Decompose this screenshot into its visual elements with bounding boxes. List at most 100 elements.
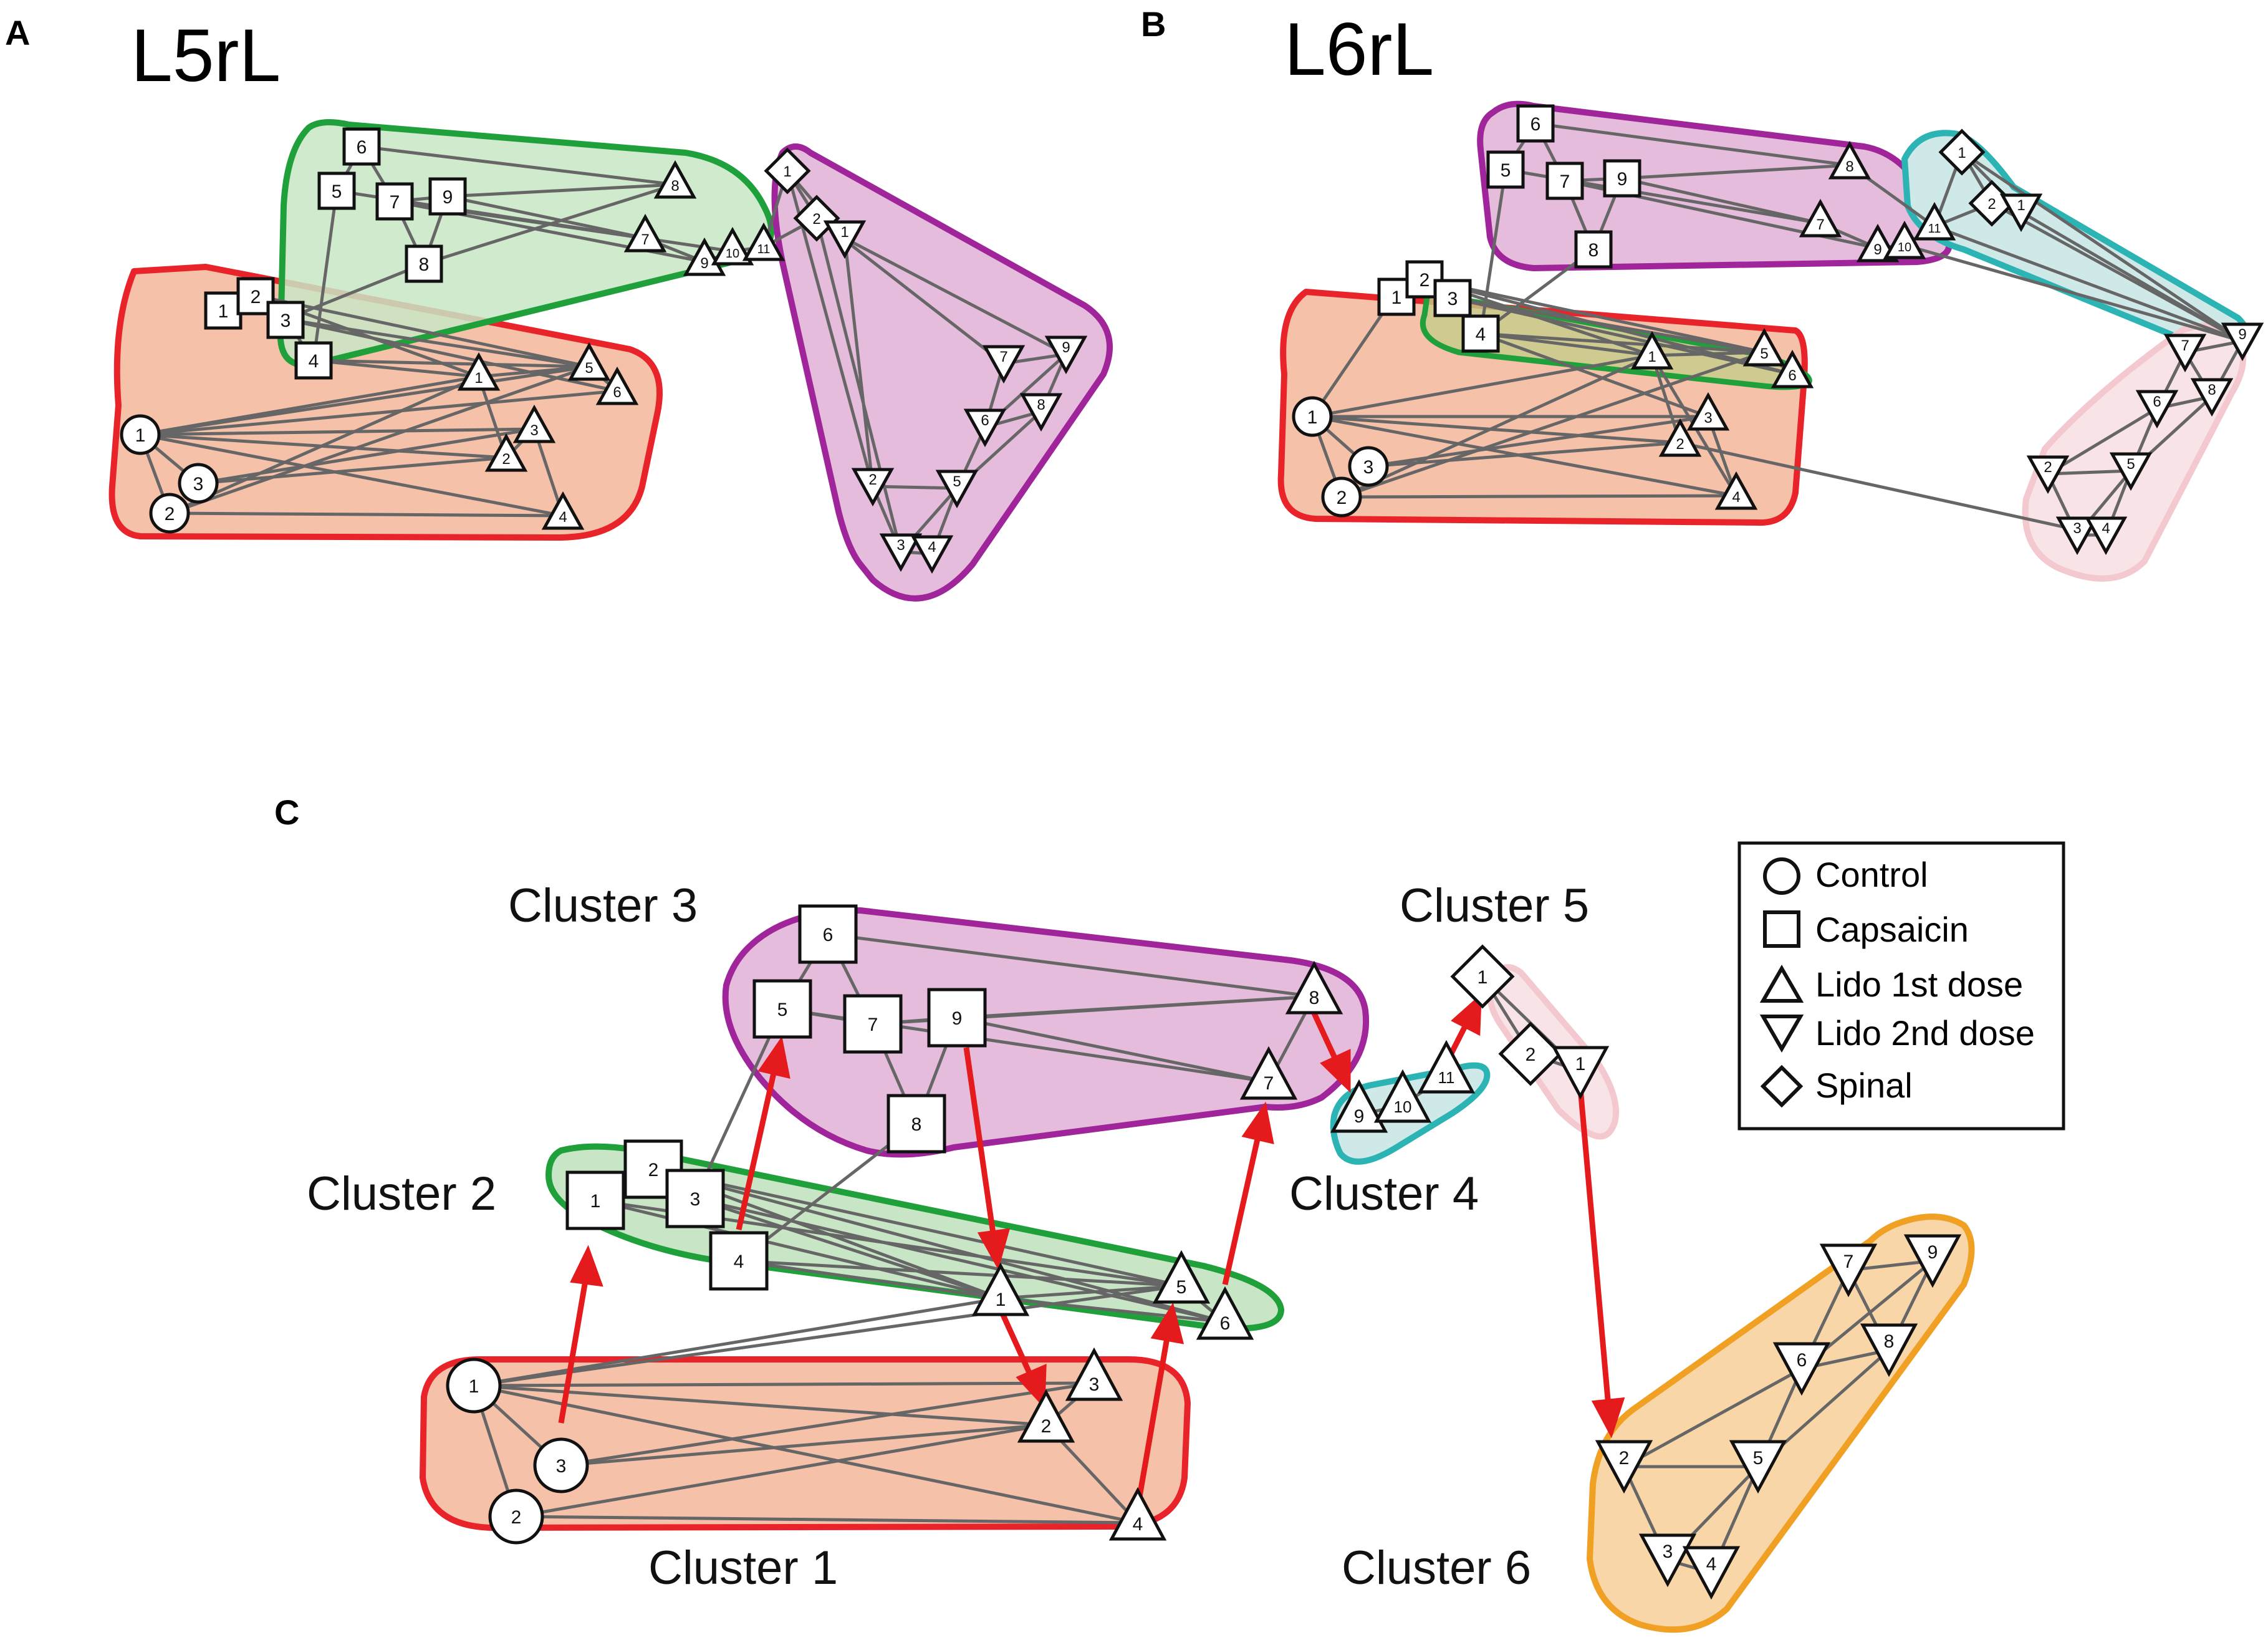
svg-text:7: 7	[999, 349, 1007, 365]
c-node-capsaicin-5	[752, 979, 812, 1039]
cluster-2-label: Cluster 2	[307, 1167, 496, 1220]
svg-text:1: 1	[1478, 967, 1488, 988]
b-node-capsaicin-6	[1516, 104, 1555, 143]
svg-text:5: 5	[332, 181, 342, 202]
b-node-lido1-11	[1913, 201, 1956, 241]
c-node-capsaicin-8	[887, 1094, 946, 1154]
b-node-lido1-1	[1630, 330, 1674, 370]
svg-text:5: 5	[1501, 160, 1511, 181]
legend: Control Capsaicin Lido 1st dose Lido 2nd…	[1737, 841, 2065, 1131]
c-node-capsaicin-9	[927, 988, 987, 1048]
b-node-lido1-5	[1742, 327, 1786, 367]
svg-text:6: 6	[357, 137, 367, 158]
c-node-lido2-7	[1819, 1243, 1878, 1298]
node-capsaicin-4	[294, 341, 333, 380]
c-node-capsaicin-3	[665, 1169, 725, 1228]
b-node-lido2-4	[2084, 516, 2128, 556]
svg-text:3: 3	[1704, 410, 1712, 427]
b-node-control-3	[1348, 446, 1389, 487]
panel-c-node-labels: 1 3 2 1 2 3 4 5 6 7 8 9 1 2 3 4 5 6 7 8 …	[469, 925, 1938, 1575]
panel-a-node-labels: 1 3 2 1 2 3 4 5 6 7 8 9 1 2 3 4 5 6 7 8 …	[135, 137, 1070, 556]
node-lido1-10	[711, 226, 754, 266]
node-lido2-4	[910, 535, 954, 574]
svg-text:8: 8	[1037, 397, 1045, 413]
svg-text:1: 1	[996, 1290, 1006, 1310]
b-node-capsaicin-5	[1486, 150, 1525, 189]
panel-c-letter: C	[274, 793, 299, 832]
panel-b-title: L6rL	[1284, 7, 1434, 91]
b-node-lido2-9	[2221, 322, 2264, 362]
svg-text:2: 2	[1420, 270, 1430, 291]
panel-b-letter: B	[1141, 4, 1166, 44]
node-control-2	[149, 493, 190, 534]
node-capsaicin-8	[405, 244, 443, 283]
panel-b-node-labels: 1 3 2 1 2 3 4 5 6 7 8 9 1 2 3 4 5 6 7 8 …	[1307, 114, 2247, 537]
svg-text:1: 1	[783, 163, 791, 180]
svg-text:2: 2	[648, 1160, 659, 1180]
c-node-lido2-2	[1595, 1440, 1653, 1494]
b-node-lido1-8	[1828, 140, 1872, 180]
svg-text:2: 2	[1041, 1416, 1052, 1437]
b-node-lido2-5	[2109, 452, 2153, 491]
c-node-lido1-8	[1285, 960, 1343, 1015]
svg-text:5: 5	[2126, 456, 2135, 473]
c-node-lido1-7	[1239, 1046, 1298, 1100]
svg-text:2: 2	[1526, 1044, 1536, 1065]
c-node-capsaicin-4	[709, 1231, 769, 1291]
svg-text:6: 6	[1530, 114, 1541, 135]
svg-text:11: 11	[1438, 1068, 1455, 1087]
legend-item-capsaicin: Capsaicin	[1763, 910, 1969, 949]
b-node-capsaicin-3	[1433, 279, 1472, 317]
c-node-lido1-1	[971, 1262, 1030, 1316]
svg-text:9: 9	[1873, 241, 1881, 258]
b-node-capsaicin-8	[1574, 230, 1613, 269]
node-control-3	[178, 463, 219, 504]
c-node-capsaicin-6	[798, 904, 858, 964]
node-lido2-9	[1044, 335, 1088, 375]
cluster-3-label: Cluster 3	[508, 879, 698, 932]
b-node-lido1-7	[1799, 198, 1842, 238]
legend-label-spinal: Spinal	[1815, 1066, 1913, 1105]
svg-text:7: 7	[868, 1015, 878, 1035]
panel-a-nodes	[120, 127, 1088, 574]
panel-a-hulls	[108, 119, 1113, 602]
panel-a: A L5rL	[5, 13, 1113, 602]
svg-text:3: 3	[896, 537, 905, 554]
svg-text:10: 10	[1394, 1097, 1412, 1116]
svg-text:5: 5	[953, 473, 961, 490]
node-lido1-4	[541, 491, 585, 530]
node-lido1-8	[653, 160, 697, 199]
c-node-lido1-4	[1108, 1487, 1167, 1541]
panel-b-nodes	[1292, 104, 2264, 556]
svg-text:2: 2	[868, 471, 877, 488]
svg-text:8: 8	[1588, 240, 1599, 261]
cluster-5-label: Cluster 5	[1400, 879, 1589, 932]
svg-text:5: 5	[777, 1000, 788, 1020]
svg-text:1: 1	[474, 370, 483, 387]
svg-text:1: 1	[1648, 349, 1656, 365]
node-lido1-6	[595, 366, 639, 405]
svg-text:3: 3	[1089, 1374, 1100, 1395]
svg-text:3: 3	[530, 422, 538, 439]
svg-text:2: 2	[2044, 459, 2052, 476]
svg-text:3: 3	[556, 1456, 567, 1477]
legend-square-icon	[1763, 910, 1800, 948]
svg-text:4: 4	[1476, 324, 1486, 345]
svg-text:1: 1	[2017, 197, 2025, 214]
svg-text:7: 7	[1264, 1073, 1274, 1094]
node-capsaicin-3	[266, 301, 305, 339]
svg-text:1: 1	[1958, 145, 1966, 162]
svg-text:7: 7	[2181, 337, 2189, 354]
svg-text:8: 8	[419, 254, 430, 275]
cluster-1-label: Cluster 1	[648, 1541, 838, 1594]
svg-text:6: 6	[1797, 1350, 1807, 1371]
svg-text:4: 4	[734, 1252, 744, 1272]
svg-text:2: 2	[165, 504, 175, 524]
node-spinal-1	[764, 147, 811, 195]
b-node-lido2-8	[2190, 378, 2234, 417]
node-lido2-5	[935, 470, 979, 509]
node-lido1-3	[512, 404, 556, 443]
svg-text:8: 8	[1845, 158, 1853, 175]
node-lido1-9	[683, 237, 726, 276]
